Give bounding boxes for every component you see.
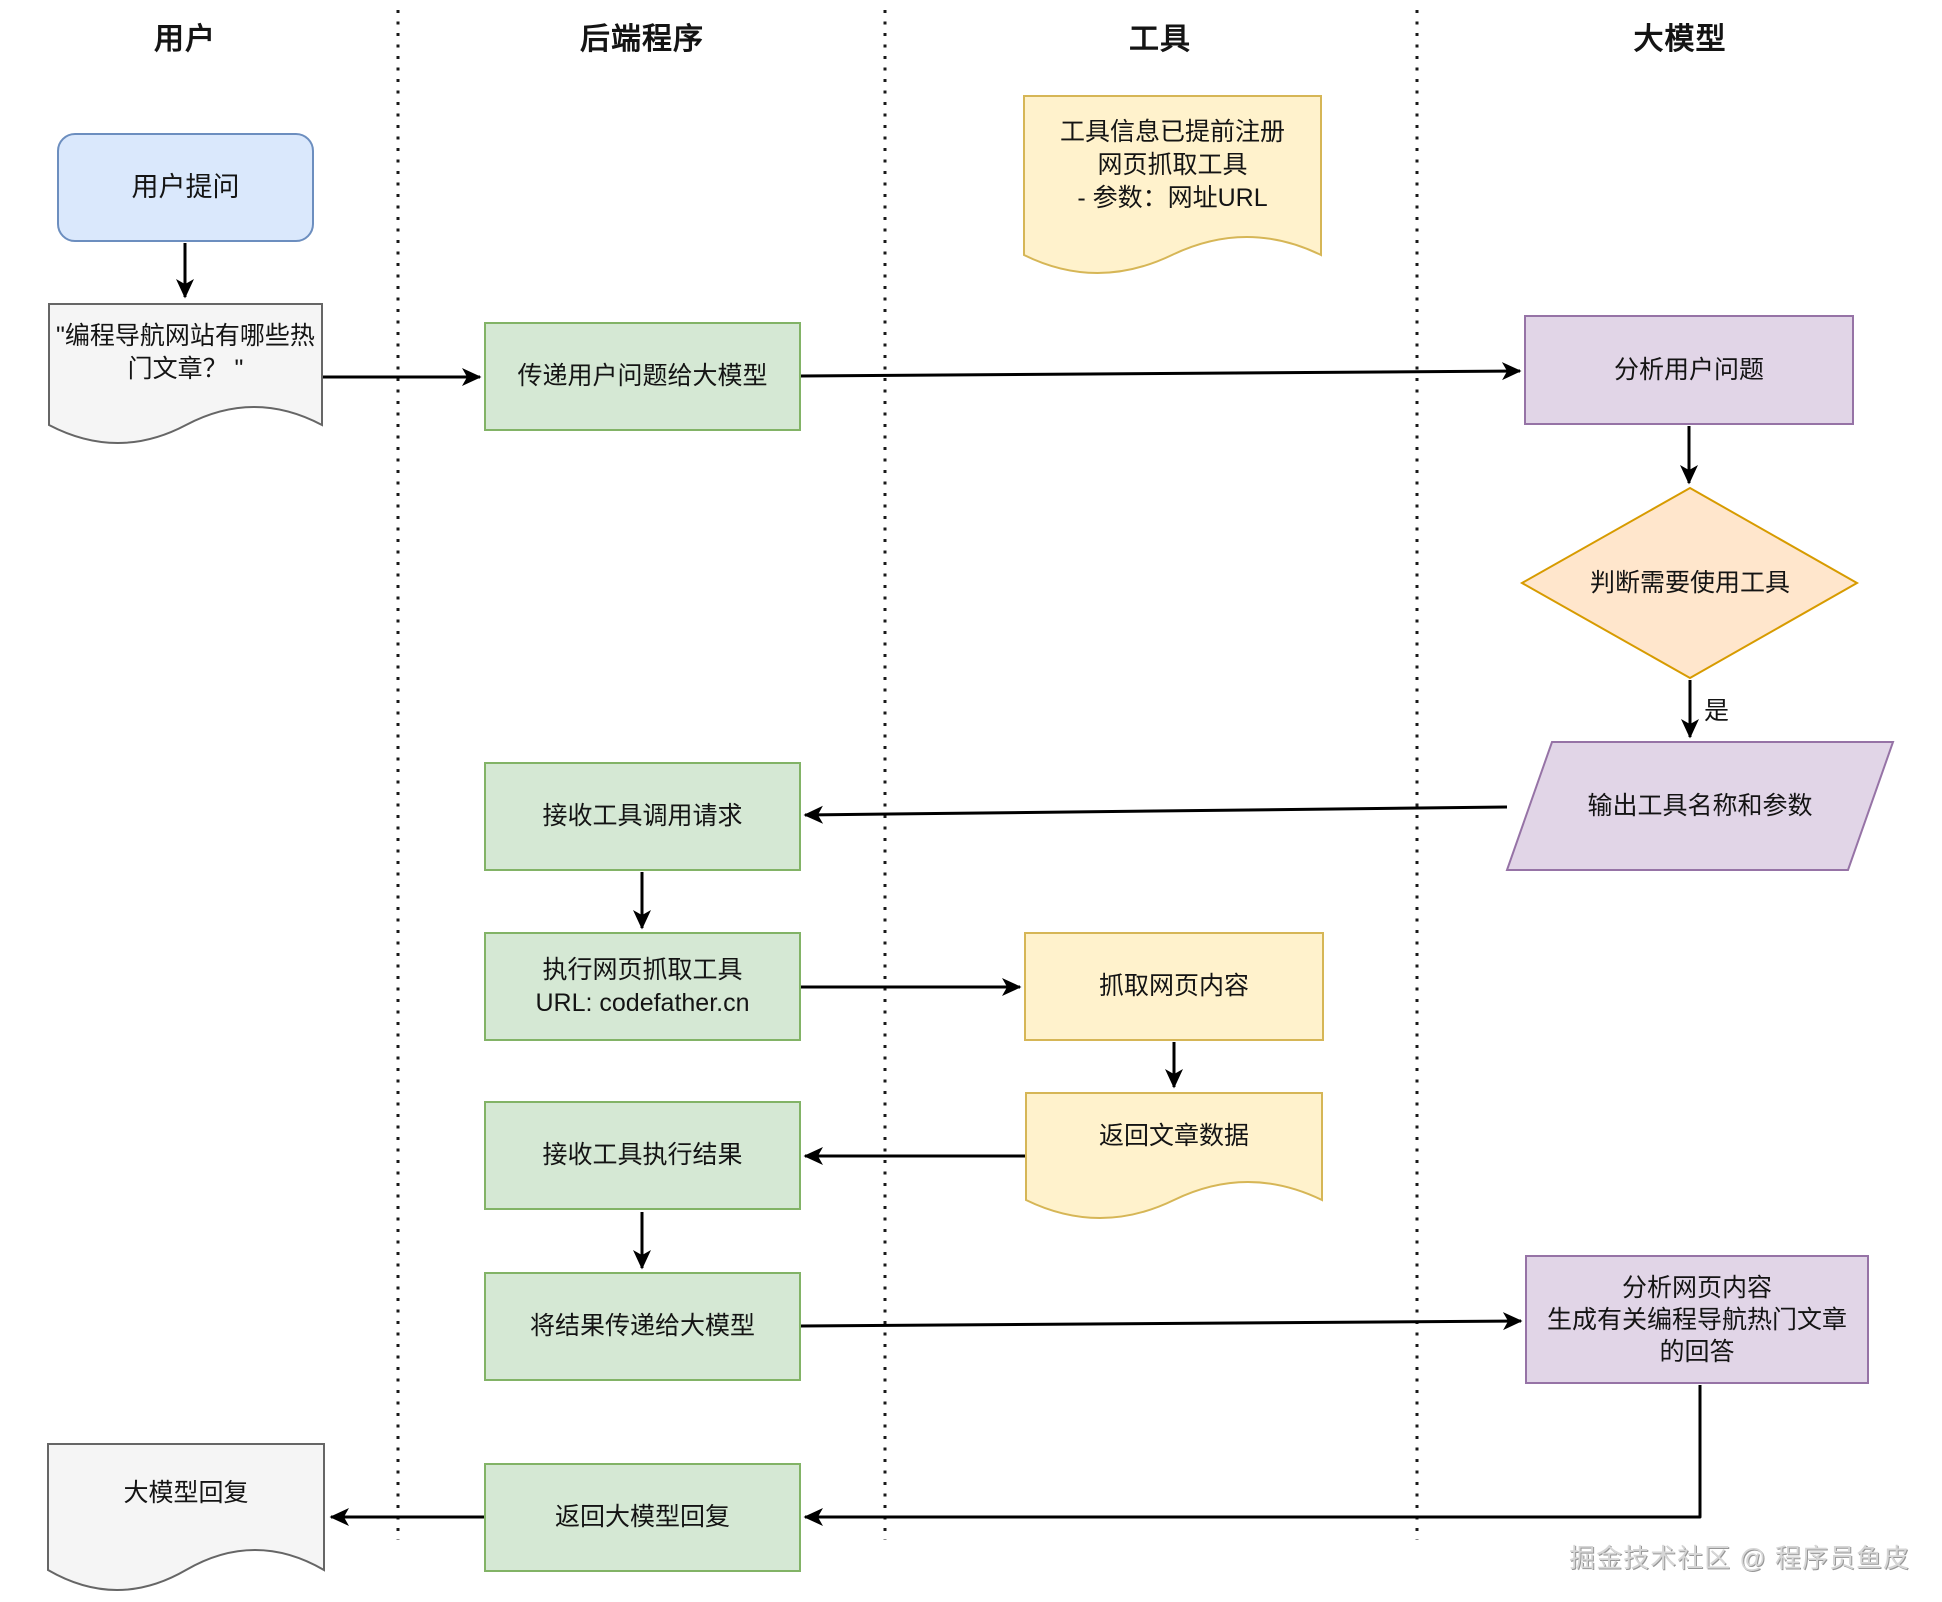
arrow-pass-result-to-analyze-web bbox=[799, 1312, 1523, 1331]
shape-pass-result bbox=[484, 1272, 801, 1381]
shape-return-reply bbox=[484, 1463, 801, 1572]
shape-pass-question bbox=[484, 322, 801, 431]
shape-fetch-web-content bbox=[1024, 932, 1324, 1041]
shape-model-reply-document bbox=[47, 1443, 325, 1591]
shape-user-question-document bbox=[48, 303, 323, 444]
shape-execute-tool bbox=[484, 932, 801, 1041]
edge-label-yes: 是 bbox=[1704, 697, 1730, 725]
watermark: 掘金技术社区 @ 程序员鱼皮 bbox=[1569, 1543, 1910, 1573]
shape-analyze-web-content bbox=[1525, 1255, 1869, 1384]
shape-user-ask bbox=[57, 133, 314, 242]
arrow-output-to-receive-call bbox=[803, 805, 1508, 824]
shape-analyze-question bbox=[1524, 315, 1854, 425]
shape-receive-result bbox=[484, 1101, 801, 1210]
shape-tool-note-document bbox=[1023, 95, 1322, 274]
arrow-analyze-web-to-return-reply bbox=[803, 1385, 1702, 1526]
shape-receive-call bbox=[484, 762, 801, 871]
arrow-pass-to-analyze bbox=[799, 362, 1522, 381]
shape-output-tool-params bbox=[1505, 741, 1895, 871]
backend-step-shapes bbox=[484, 322, 801, 1572]
shape-return-article-data-document bbox=[1025, 1092, 1323, 1219]
shape-decision-need-tool bbox=[1519, 486, 1860, 680]
